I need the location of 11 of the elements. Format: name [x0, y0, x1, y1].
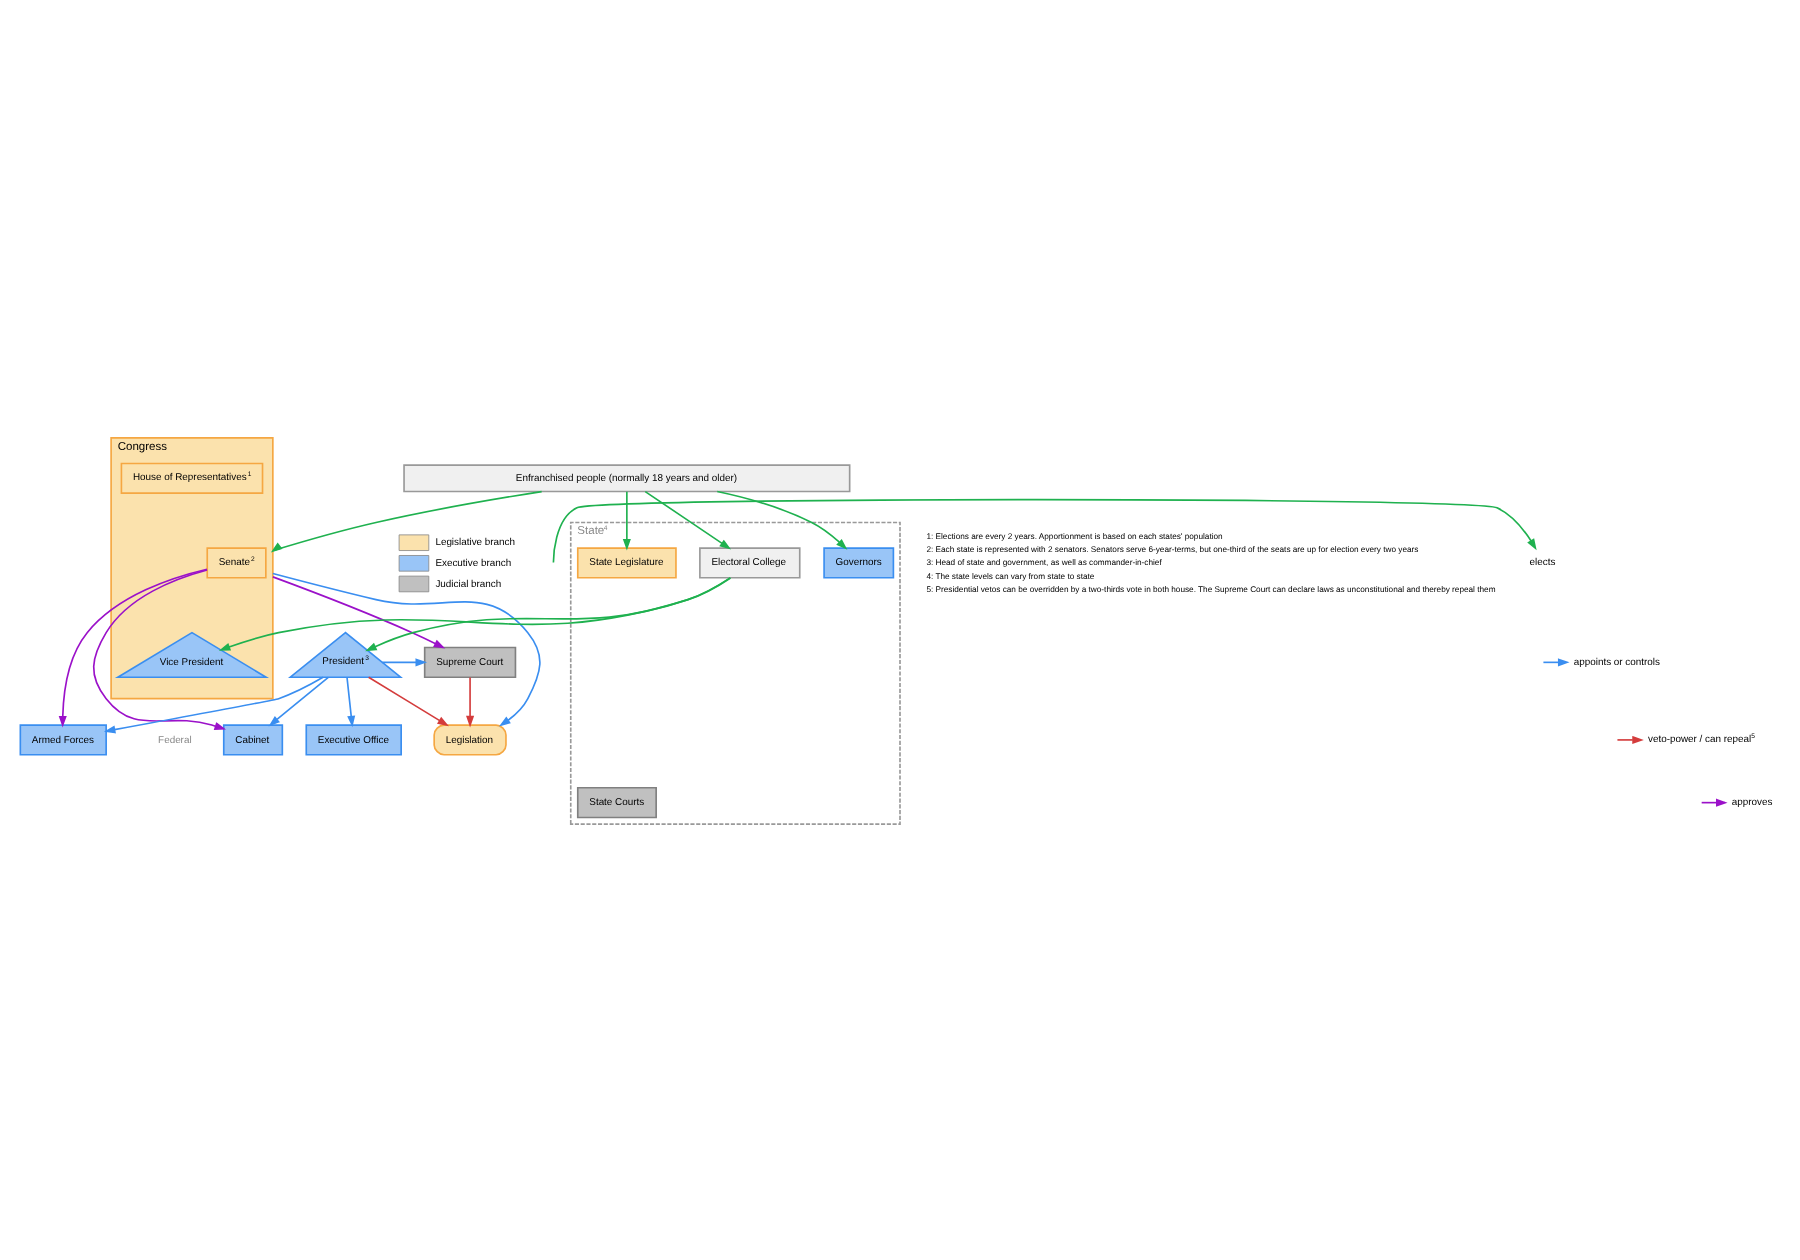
arrow [367, 675, 449, 726]
arrow [622, 489, 631, 550]
arrow [58, 567, 208, 727]
arrow [466, 675, 475, 727]
arrow [103, 675, 324, 733]
arrow [268, 675, 330, 726]
arrow [381, 657, 428, 666]
arrow [716, 489, 848, 549]
arrow [644, 489, 732, 549]
arrow [346, 675, 356, 727]
arrow [92, 568, 226, 729]
